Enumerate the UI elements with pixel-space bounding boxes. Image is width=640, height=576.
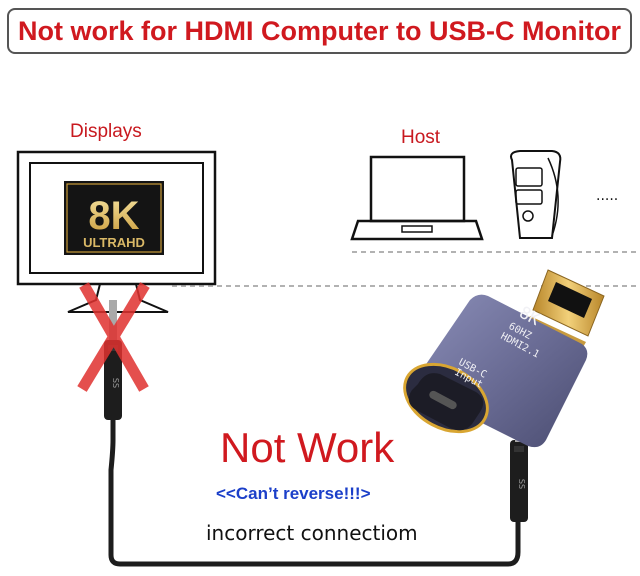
left-ss-logo: SS — [111, 378, 120, 388]
incorrect-connection-caption: incorrect connectiom — [206, 521, 418, 545]
warning-banner: Not work for HDMI Computer to USB-C Moni… — [7, 8, 632, 54]
cant-reverse-note: <<Can’t reverse!!!> — [216, 484, 371, 503]
not-work-heading: Not Work — [220, 424, 395, 471]
badge-8k-text: 8K — [88, 194, 139, 238]
desktop-tower-icon — [510, 150, 562, 239]
badge-ultrahd-text: ULTRAHD — [83, 235, 145, 250]
host-ellipsis: ..... — [596, 188, 618, 204]
laptop-icon — [350, 155, 484, 241]
8k-ultrahd-badge: 8K ULTRAHD — [64, 181, 164, 255]
host-label: Host — [401, 127, 441, 148]
right-ss-logo: SS — [517, 479, 526, 489]
displays-label: Displays — [70, 121, 142, 142]
red-x-icon — [77, 282, 150, 392]
hdmi-usbc-adapter: 8K 60HZ HDMI2.1 USB-C Input — [403, 269, 605, 448]
banner-text: Not work for HDMI Computer to USB-C Moni… — [18, 15, 621, 46]
